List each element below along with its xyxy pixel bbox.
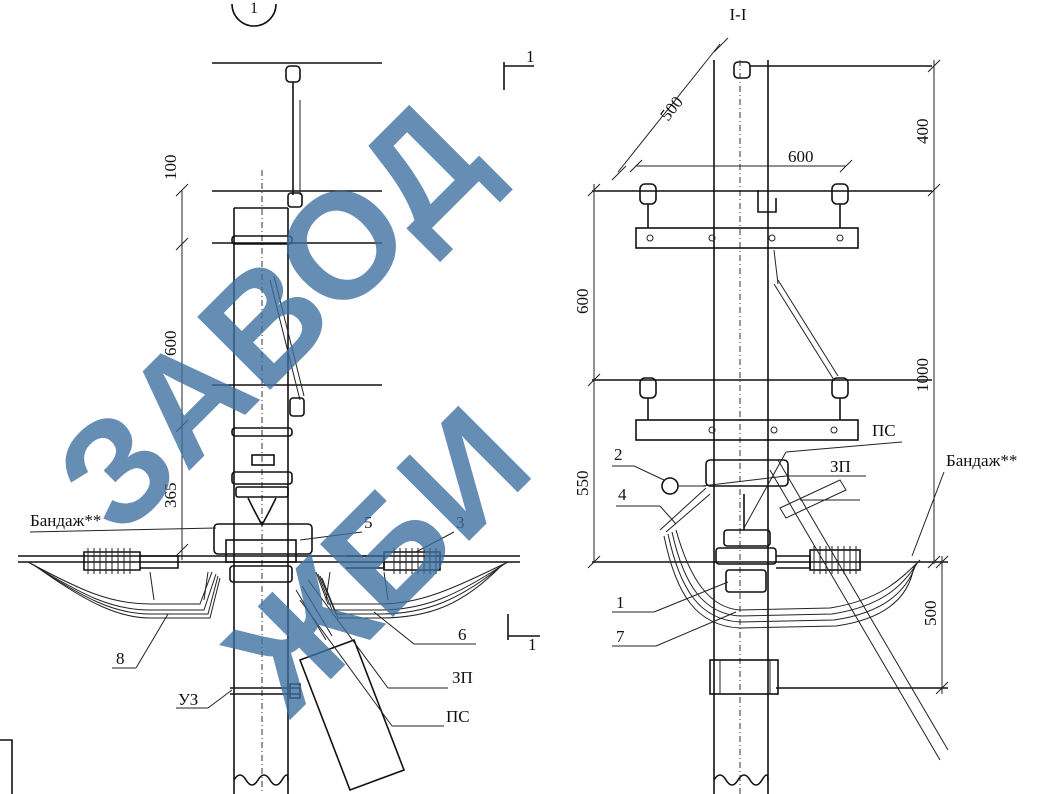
left-dimension-chain: 100 600 365 bbox=[161, 155, 189, 560]
right-dimensions: 500 600 400 1000 600 550 500 bbox=[573, 37, 949, 695]
label-3: 3 bbox=[456, 513, 465, 532]
left-view: 1 bbox=[0, 0, 540, 794]
dim-600-width: 600 bbox=[788, 147, 814, 166]
label-4: 4 bbox=[618, 485, 627, 504]
right-strain-insulator bbox=[346, 548, 441, 574]
view-marker-number: 1 bbox=[250, 0, 258, 17]
right-insulator-assembly bbox=[659, 459, 949, 761]
label-ps-left: ПС bbox=[446, 707, 470, 726]
dim-550: 550 bbox=[573, 471, 592, 497]
left-pole bbox=[233, 170, 289, 794]
label-1: 1 bbox=[616, 593, 625, 612]
left-strain-insulator bbox=[83, 548, 179, 574]
right-callouts: ПС 2 ЗП Бандаж** 4 1 7 bbox=[612, 421, 1017, 647]
dim-600: 600 bbox=[161, 331, 180, 357]
section-markers: 1 1 bbox=[0, 47, 540, 794]
lower-crossarm bbox=[635, 249, 859, 441]
right-loop-wires bbox=[659, 487, 921, 629]
view-marker: 1 bbox=[231, 0, 277, 27]
left-loop-wires bbox=[27, 561, 509, 619]
left-upper-hardware bbox=[212, 62, 382, 527]
label-6: 6 bbox=[458, 625, 467, 644]
dim-1000: 1000 bbox=[913, 358, 932, 392]
label-7: 7 bbox=[616, 627, 625, 646]
label-2: 2 bbox=[614, 445, 623, 464]
label-ps-right: ПС bbox=[872, 421, 896, 440]
left-insulator-assembly bbox=[18, 523, 520, 792]
label-8: 8 bbox=[116, 649, 125, 668]
label-bandage-left: Бандаж** bbox=[30, 511, 101, 530]
dim-365: 365 bbox=[161, 483, 180, 509]
dim-400: 400 bbox=[913, 119, 932, 145]
label-bandage-right: Бандаж** bbox=[946, 451, 1017, 470]
right-strain-insulator-section bbox=[776, 546, 861, 574]
label-5: 5 bbox=[364, 513, 373, 532]
dim-500-top: 500 bbox=[656, 93, 687, 125]
right-view: I-I bbox=[573, 5, 1017, 794]
dim-500-bottom: 500 bbox=[921, 601, 940, 627]
label-zp-left: ЗП bbox=[452, 668, 473, 687]
right-pole bbox=[592, 60, 948, 794]
left-callouts: Бандаж** 5 3 6 8 ЗП УЗ ПС bbox=[29, 511, 476, 727]
label-zp-right: ЗП bbox=[830, 457, 851, 476]
section-marker-top: 1 bbox=[526, 47, 535, 66]
dim-100: 100 bbox=[161, 155, 180, 181]
dim-600-vertical: 600 bbox=[573, 289, 592, 315]
section-marker-bottom: 1 bbox=[528, 635, 537, 654]
upper-crossarm bbox=[635, 183, 859, 249]
section-title: I-I bbox=[730, 5, 747, 24]
label-uz: УЗ bbox=[178, 690, 198, 709]
